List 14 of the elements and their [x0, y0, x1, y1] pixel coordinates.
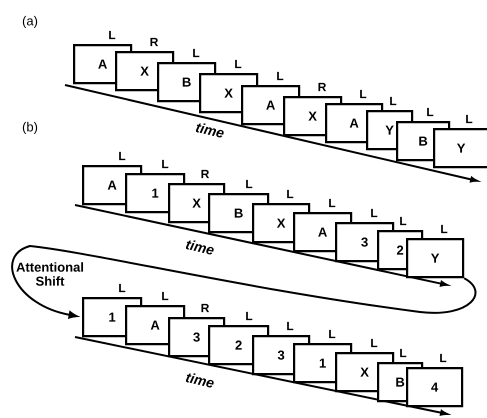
response-label: R: [150, 38, 158, 46]
response-label: R: [201, 304, 210, 312]
response-label: L: [277, 72, 284, 80]
panel-label: (a): [22, 16, 38, 28]
response-label: L: [246, 312, 252, 320]
response-label: L: [329, 330, 336, 338]
response-label: L: [193, 48, 200, 58]
response-label: L: [162, 292, 168, 300]
response-label: L: [109, 30, 116, 40]
response-label: L: [235, 60, 242, 68]
response-label: L: [287, 322, 294, 330]
response-label: L: [287, 190, 294, 198]
edge-label: Attentional Shift: [16, 262, 84, 286]
panel-label: (b): [22, 122, 38, 134]
